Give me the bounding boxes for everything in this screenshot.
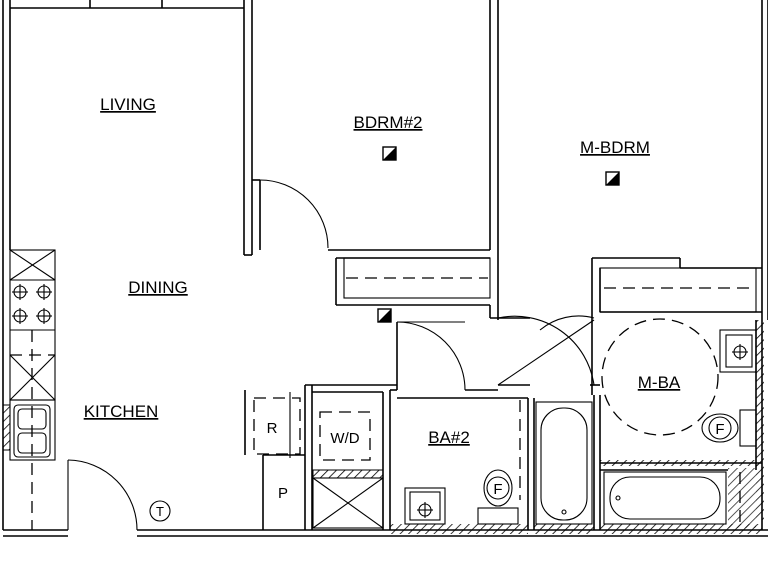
thermostat-label: T bbox=[156, 504, 164, 519]
hatched-walls bbox=[2, 320, 764, 534]
fan-master-bath: F bbox=[708, 416, 732, 440]
room-label-bath2: BA#2 bbox=[428, 428, 470, 447]
pantry: P bbox=[278, 485, 288, 502]
room-label-master-bath: M-BA bbox=[638, 373, 681, 392]
room-label-dining: DINING bbox=[128, 278, 188, 297]
room-label-bedroom2: BDRM#2 bbox=[354, 113, 423, 132]
fan-master-bath-label: F bbox=[715, 421, 724, 438]
range bbox=[12, 284, 52, 324]
master-bath-fixtures bbox=[601, 318, 757, 528]
interior-walls bbox=[243, 0, 763, 530]
fan-bath2: F bbox=[486, 476, 510, 500]
kitchen-counter bbox=[9, 249, 56, 530]
refrigerator: R bbox=[253, 392, 301, 458]
laundry-x bbox=[312, 477, 384, 529]
refrigerator-label: R bbox=[267, 420, 278, 437]
bath2-fixtures bbox=[404, 400, 593, 525]
room-labels: LIVING BDRM#2 M-BDRM DINING KITCHEN BA#2… bbox=[84, 95, 681, 447]
room-label-master-bedroom: M-BDRM bbox=[580, 138, 650, 157]
room-label-kitchen: KITCHEN bbox=[84, 402, 159, 421]
washer-dryer-label: W/D bbox=[330, 430, 359, 447]
thermostat-icon: T bbox=[149, 500, 171, 522]
washer-dryer: W/D bbox=[319, 411, 371, 461]
pantry-label: P bbox=[278, 485, 288, 502]
room-label-living: LIVING bbox=[100, 95, 156, 114]
kitchen-sink bbox=[13, 404, 51, 458]
fan-bath2-label: F bbox=[493, 481, 502, 498]
outlet-symbols bbox=[377, 146, 620, 323]
closets bbox=[343, 257, 757, 313]
doors bbox=[67, 179, 595, 531]
